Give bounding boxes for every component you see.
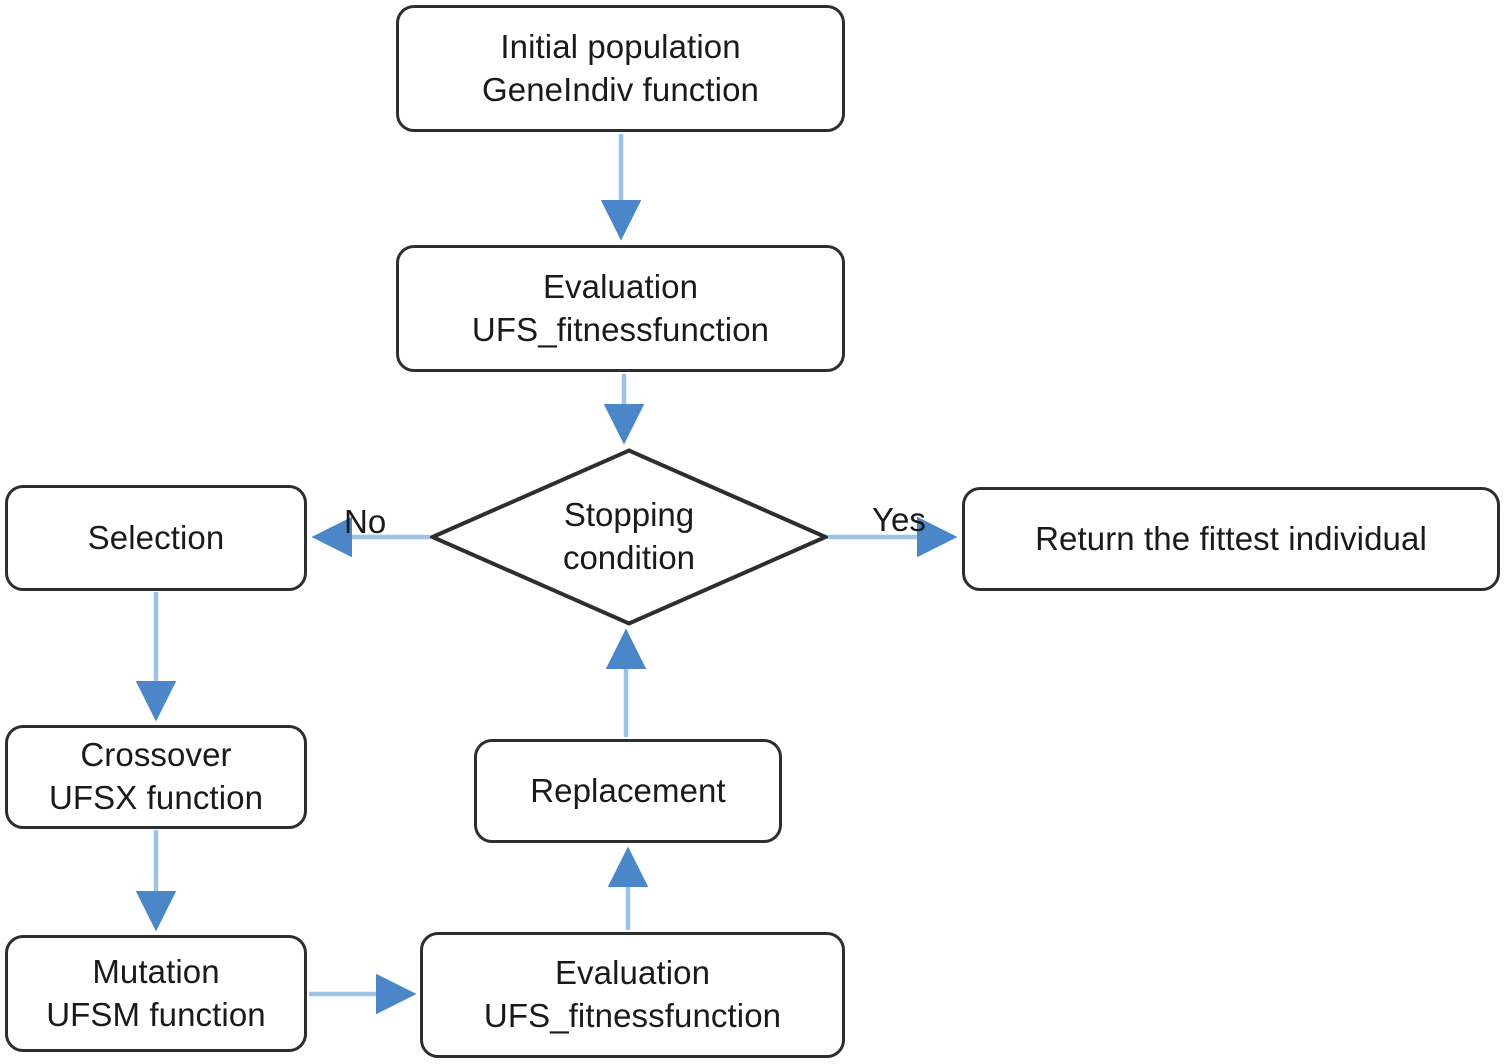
node-evaluation-bottom[interactable]: Evaluation UFS_fitnessfunction	[420, 932, 845, 1058]
node-mutation-line2: UFSM function	[46, 995, 266, 1033]
node-return-fittest-individual-line1: Return the fittest individual	[1035, 519, 1427, 557]
edge-label-no-text: No	[344, 503, 387, 540]
node-replacement-line1: Replacement	[530, 771, 726, 809]
node-crossover[interactable]: Crossover UFSX function	[5, 725, 307, 829]
node-evaluation-bottom-line2: UFS_fitnessfunction	[483, 997, 782, 1034]
node-evaluation-top-line2: UFS_fitnessfunction	[471, 310, 770, 348]
node-crossover-line2: UFSX function	[48, 779, 264, 816]
node-mutation[interactable]: Mutation UFSM function	[5, 935, 307, 1052]
node-crossover-line1: Crossover	[80, 736, 232, 774]
node-evaluation-top[interactable]: Evaluation UFS_fitnessfunction	[396, 245, 845, 372]
edge-label-no: No	[344, 505, 386, 538]
edge-label-yes: Yes	[872, 503, 926, 536]
node-selection-line1: Selection	[87, 518, 225, 556]
node-stopping-condition-text: Stopping condition	[563, 494, 695, 580]
node-replacement[interactable]: Replacement	[474, 739, 782, 843]
node-stopping-condition-line2: condition	[562, 539, 696, 576]
node-selection[interactable]: Selection	[5, 485, 307, 591]
node-initial-population[interactable]: Initial population GeneIndiv function	[396, 5, 845, 132]
node-mutation-line1: Mutation	[92, 952, 220, 990]
node-return-fittest-individual[interactable]: Return the fittest individual	[962, 487, 1500, 591]
node-evaluation-bottom-line1: Evaluation	[554, 954, 711, 992]
node-initial-population-line2: GeneIndiv function	[482, 70, 759, 108]
node-stopping-condition-line1: Stopping	[563, 496, 695, 534]
node-evaluation-top-line1: Evaluation	[542, 267, 699, 305]
edge-label-yes-text: Yes	[872, 501, 926, 538]
node-initial-population-line1: Initial population	[500, 27, 741, 65]
